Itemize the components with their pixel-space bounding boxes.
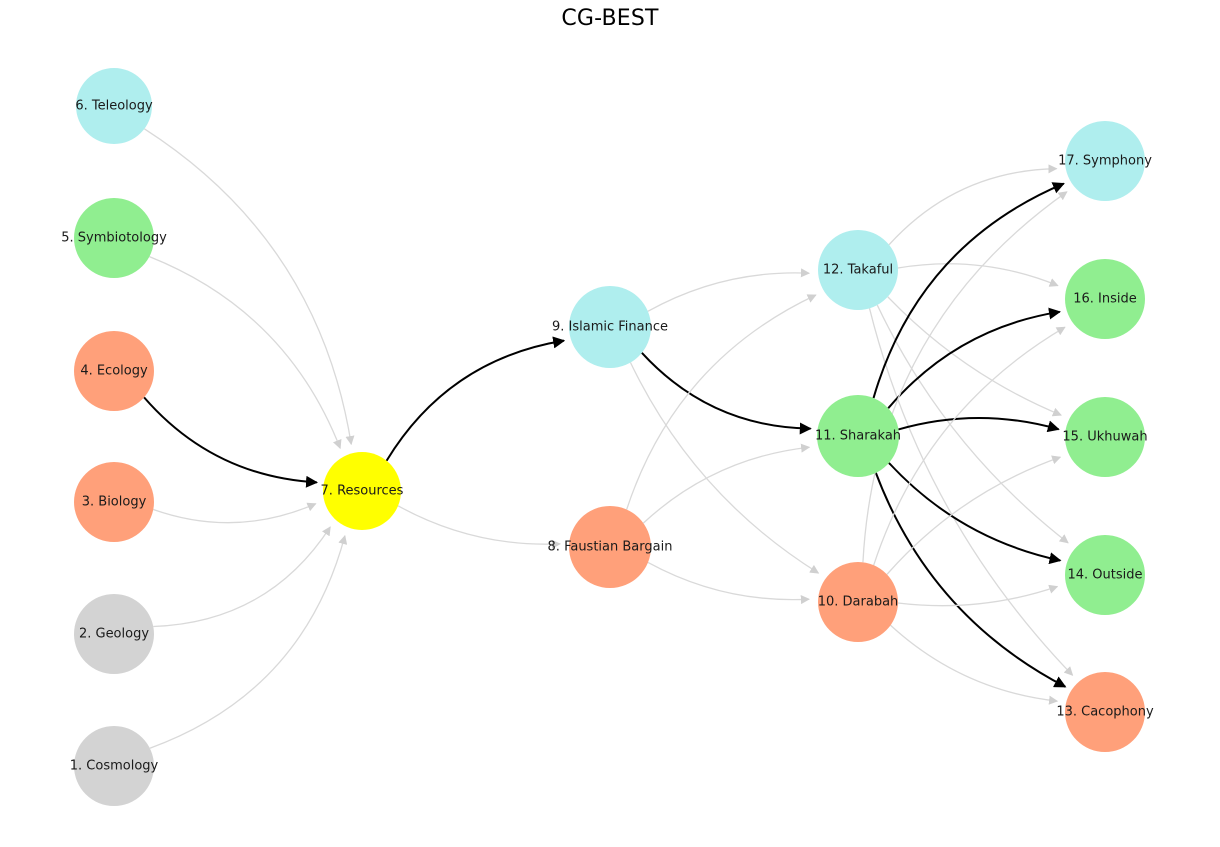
graph-edge bbox=[153, 502, 317, 524]
graph-edge bbox=[149, 256, 342, 450]
graph-edge bbox=[890, 624, 1059, 705]
graph-node[interactable]: 13. Cacophony bbox=[1056, 672, 1154, 752]
graph-edge bbox=[385, 336, 566, 462]
node-circle[interactable] bbox=[569, 286, 651, 368]
node-circle[interactable] bbox=[818, 230, 898, 310]
node-circle[interactable] bbox=[569, 506, 651, 588]
graph-edge bbox=[888, 462, 1062, 565]
graph-edge bbox=[153, 526, 331, 628]
node-circle[interactable] bbox=[323, 452, 401, 530]
graph-edge bbox=[647, 561, 810, 605]
graph-node[interactable]: 16. Inside bbox=[1065, 259, 1145, 339]
graph-edge bbox=[874, 472, 1067, 688]
graph-edge bbox=[887, 307, 1061, 409]
node-circle[interactable] bbox=[1065, 535, 1145, 615]
graph-edge bbox=[887, 296, 1062, 417]
node-circle[interactable] bbox=[76, 68, 152, 144]
node-circle[interactable] bbox=[1065, 397, 1145, 477]
graph-edge bbox=[144, 128, 355, 446]
graph-node[interactable]: 17. Symphony bbox=[1058, 121, 1152, 201]
graph-node[interactable]: 8. Faustian Bargain bbox=[548, 506, 673, 588]
graph-node[interactable]: 15. Ukhuwah bbox=[1062, 397, 1148, 477]
graph-edge bbox=[898, 417, 1060, 433]
graph-edge bbox=[397, 505, 562, 549]
node-circle[interactable] bbox=[1065, 121, 1145, 201]
graph-edge bbox=[873, 326, 1066, 566]
node-circle[interactable] bbox=[74, 594, 154, 674]
graph-edge bbox=[872, 182, 1065, 399]
graph-edge bbox=[641, 352, 812, 435]
node-circle[interactable] bbox=[1065, 672, 1145, 752]
node-circle[interactable] bbox=[74, 726, 154, 806]
graph-node[interactable]: 7. Resources bbox=[321, 452, 404, 530]
graph-edge bbox=[149, 534, 348, 749]
graph-edge bbox=[897, 584, 1059, 607]
graph-edge bbox=[626, 294, 817, 510]
node-circle[interactable] bbox=[818, 562, 898, 642]
graph-node[interactable]: 10. Darabah bbox=[818, 562, 899, 642]
graph-node[interactable]: 2. Geology bbox=[74, 594, 154, 674]
graph-edge bbox=[642, 443, 811, 524]
graph-edge bbox=[629, 362, 820, 574]
graph-edge bbox=[862, 191, 1068, 563]
graph-node[interactable]: 1. Cosmology bbox=[70, 726, 159, 806]
graph-node[interactable]: 6. Teleology bbox=[75, 68, 153, 144]
page-title: CG-BEST bbox=[561, 6, 659, 31]
graph-node[interactable]: 3. Biology bbox=[74, 462, 154, 542]
node-circle[interactable] bbox=[74, 331, 154, 411]
node-circle[interactable] bbox=[74, 198, 154, 278]
graph-node[interactable]: 4. Ecology bbox=[74, 331, 154, 411]
node-circle[interactable] bbox=[74, 462, 154, 542]
graph-node[interactable]: 14. Outside bbox=[1065, 535, 1145, 615]
graph-edge bbox=[886, 455, 1062, 575]
node-circle[interactable] bbox=[817, 395, 899, 477]
graph-edge bbox=[888, 164, 1058, 246]
graph-node[interactable]: 9. Islamic Finance bbox=[552, 286, 668, 368]
graph-edge bbox=[143, 396, 319, 488]
node-circle[interactable] bbox=[1065, 259, 1145, 339]
graph-edge bbox=[647, 268, 811, 312]
graph-node[interactable]: 5. Symbiotology bbox=[61, 198, 167, 278]
graph-edge bbox=[897, 263, 1059, 287]
graph-node[interactable]: 12. Takaful bbox=[818, 230, 898, 310]
edge-layer bbox=[143, 128, 1074, 749]
